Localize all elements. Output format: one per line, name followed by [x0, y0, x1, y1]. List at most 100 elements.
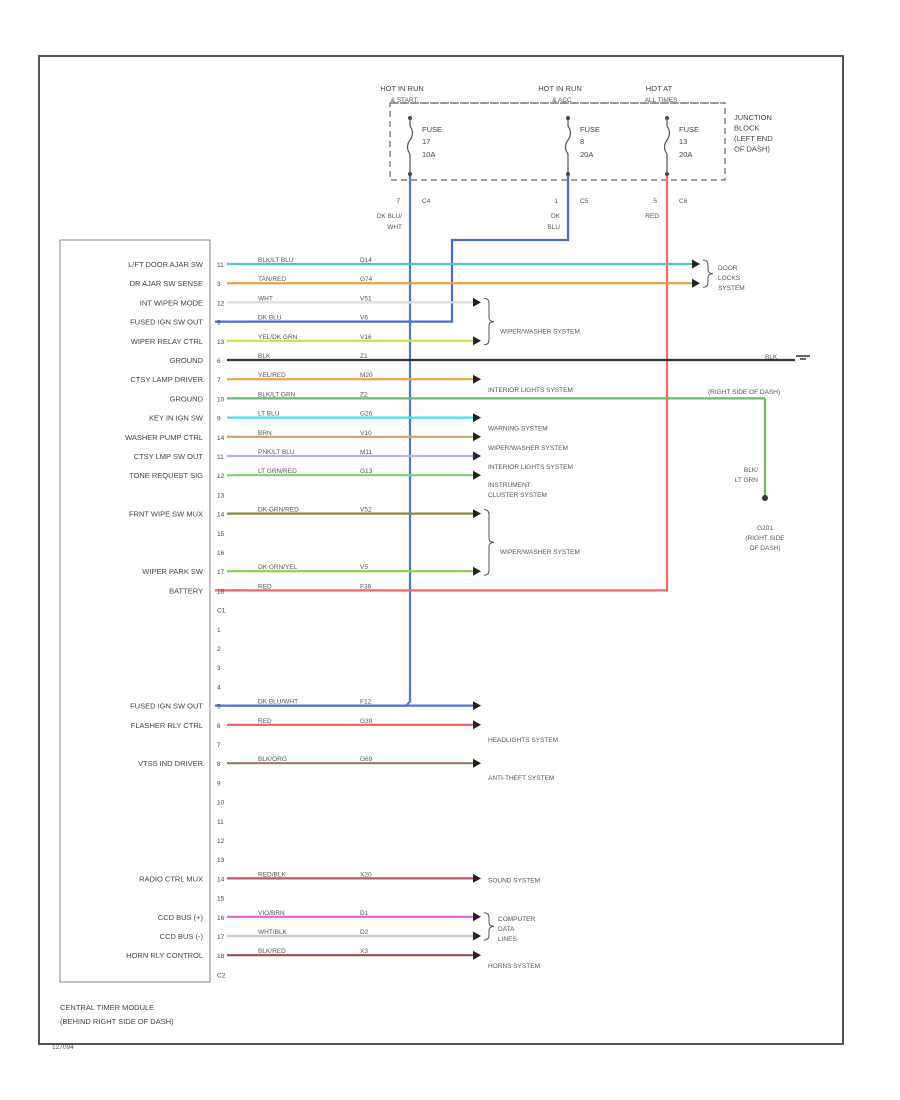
- module-pin-function: WIPER PARK SW: [142, 567, 204, 576]
- connector-pin: 5: [653, 198, 657, 205]
- module-pin-function: DR AJAR SW SENSE: [130, 279, 203, 288]
- wire-color-code: BLK: [258, 353, 271, 360]
- fuse-name: FUSE: [679, 125, 699, 134]
- module-pin-number: 18: [217, 588, 225, 595]
- wire-arrow: [692, 259, 700, 269]
- module-pin-function: FRNT WIPE SW MUX: [129, 510, 203, 519]
- circuit-code: M11: [360, 449, 373, 456]
- module-pin-function: FUSED IGN SW OUT: [130, 702, 203, 711]
- circuit-code: G13: [360, 468, 373, 475]
- system-label: SYSTEM: [718, 285, 745, 292]
- system-label: DOOR: [718, 265, 738, 272]
- module-pin-function: KEY IN IGN SW: [149, 414, 204, 423]
- wire-color-code: BLK/RED: [258, 948, 286, 955]
- module-pin-number: 17: [217, 934, 225, 941]
- connector-id: C4: [422, 198, 431, 205]
- wire-arrow: [473, 566, 481, 576]
- module-pin-number: 8: [217, 761, 221, 768]
- wire-color-code: YEL/DK GRN: [258, 334, 298, 341]
- junction-block-label: OF DASH): [734, 145, 770, 154]
- circuit-code: F12: [360, 699, 372, 706]
- circuit-code: V10: [360, 430, 372, 437]
- fuse-hot-label-2: & START: [391, 97, 418, 104]
- circuit-code: V51: [360, 295, 372, 302]
- wire-color-code: BLK/LT GRN: [258, 391, 296, 398]
- system-label: HORNS SYSTEM: [488, 963, 540, 970]
- wire-color-code: LT BLU: [258, 411, 280, 418]
- wire-color-code: YEL/RED: [258, 372, 286, 379]
- module-pin-number: 2: [217, 646, 221, 653]
- module-pin-function: TONE REQUEST SIG: [129, 471, 203, 480]
- fuse-hot-label: HOT IN RUN: [538, 84, 582, 93]
- system-label: LINES: [498, 936, 517, 943]
- module-pin-number: C1: [217, 608, 226, 615]
- system-label: DATA: [498, 926, 515, 933]
- fuse-hot-label-2: ALL TIMES: [645, 97, 679, 104]
- wire-arrow: [473, 470, 481, 480]
- wire-fuse8-feed: [215, 176, 570, 323]
- wire-color-code: RED: [258, 718, 272, 725]
- wire-arrow: [473, 720, 481, 730]
- module-pin-number: 3: [217, 665, 221, 672]
- module-pin-function: WIPER RELAY CTRL: [131, 337, 203, 346]
- module-pin-number: 13: [217, 492, 225, 499]
- fuse-wire-color: RED: [645, 213, 659, 220]
- circuit-code: M20: [360, 372, 373, 379]
- fuse-hot-label: HOT AT: [646, 84, 673, 93]
- module-label-line-2: (BEHIND RIGHT SIDE OF DASH): [60, 1017, 174, 1026]
- wire-color-code: BLK/ORG: [258, 756, 287, 763]
- module-pin-function: VTSS IND DRIVER: [138, 759, 204, 768]
- module-pin-number: 9: [217, 416, 221, 423]
- module-pin-number: 15: [217, 896, 225, 903]
- module-pin-number: 11: [217, 262, 224, 269]
- module-pin-function: BATTERY: [169, 586, 203, 595]
- wire-color-code: DK BLU/WHT: [258, 699, 298, 706]
- data-lines-bracket: [483, 912, 495, 941]
- ground-symbol: [796, 355, 810, 360]
- wire-color-code: PNK/LT BLU: [258, 449, 295, 456]
- module-pin-number: 10: [217, 800, 225, 807]
- circuit-code: Z1: [360, 353, 368, 360]
- module-pin-number: 13: [217, 857, 225, 864]
- module-pin-function: CCD BUS (+): [158, 913, 204, 922]
- fuse-symbol: [663, 118, 671, 174]
- circuit-code: X3: [360, 948, 368, 955]
- fuse-name: FUSE: [580, 125, 600, 134]
- fuse-wire-color: WHT: [387, 224, 402, 231]
- fuse-wire-color: BLU: [547, 224, 560, 231]
- fuse-terminal-bottom: [566, 172, 570, 176]
- wire-arrow: [473, 432, 481, 442]
- g201-label: G201: [757, 525, 773, 532]
- module-pin-number: 15: [217, 531, 225, 538]
- fuse-wire-color: DK BLU/: [377, 213, 402, 220]
- g201-label: OF DASH): [749, 545, 780, 552]
- wire-color-code: VIO/BRN: [258, 910, 285, 917]
- connector-pin: 7: [396, 198, 400, 205]
- g201-label: (RIGHT SIDE: [745, 535, 785, 542]
- circuit-code: D14: [360, 257, 372, 264]
- fuse-name: FUSE: [422, 125, 442, 134]
- circuit-code: G39: [360, 718, 373, 725]
- junction-block-box: [389, 102, 726, 181]
- circuit-code: G26: [360, 411, 373, 418]
- module-pin-number: 9: [217, 780, 221, 787]
- module-pin-number: 14: [217, 512, 225, 519]
- wiper-bracket-2: [483, 509, 495, 576]
- wire-fuse17-feed: [215, 176, 412, 707]
- wire-fuse13-feed: [215, 176, 669, 592]
- circuit-code: G74: [360, 276, 373, 283]
- fuse-hot-label-2: & ACC: [552, 97, 572, 104]
- module-pin-function: CCD BUS (-): [160, 932, 204, 941]
- wire-color-code: RED: [258, 583, 272, 590]
- circuit-code: D2: [360, 929, 369, 936]
- wire-arrow: [692, 278, 700, 288]
- module-label-line-1: CENTRAL TIMER MODULE: [60, 1003, 154, 1012]
- module-pin-number: 5: [217, 704, 221, 711]
- module-pin-function: GROUND: [170, 394, 204, 403]
- ground-location-label: (RIGHT SIDE OF DASH): [708, 389, 780, 396]
- module-pin-function: GROUND: [170, 356, 204, 365]
- module-pin-number: 12: [217, 838, 225, 845]
- system-label: COMPUTER: [498, 916, 536, 923]
- fuse-rating: 20A: [679, 150, 692, 159]
